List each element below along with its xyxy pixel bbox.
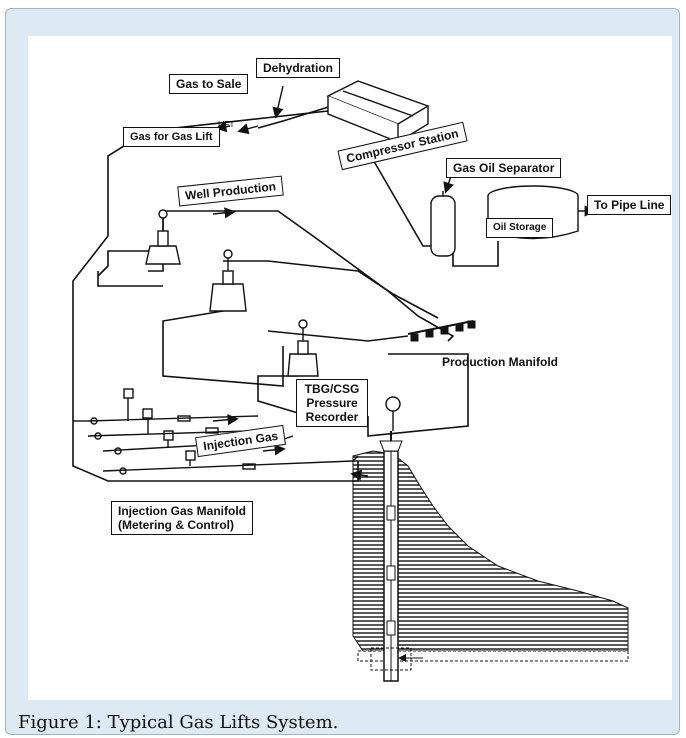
injection-manifold-line-2: (Metering & Control) bbox=[118, 518, 234, 532]
pipelines bbox=[72, 100, 499, 482]
figure-frame: Dehydration Gas to Sale Gas for Gas Lift… bbox=[5, 8, 680, 735]
label-pressure-recorder: TBG/CSG Pressure Recorder bbox=[296, 379, 368, 427]
pressure-recorder-line-1: TBG/CSG bbox=[304, 382, 360, 396]
wellbore bbox=[370, 431, 423, 682]
label-to-pipe-line: To Pipe Line bbox=[587, 195, 672, 215]
compressor-station bbox=[326, 80, 430, 144]
pressure-recorder-line-2: Pressure bbox=[306, 396, 358, 410]
injection-manifold-line-1: Injection Gas Manifold bbox=[118, 504, 247, 518]
label-lift-tag: LIFT bbox=[218, 120, 235, 129]
diagram-area: Dehydration Gas to Sale Gas for Gas Lift… bbox=[28, 36, 672, 700]
label-dehydration: Dehydration bbox=[256, 58, 341, 78]
figure-caption: Figure 1: Typical Gas Lifts System. bbox=[18, 712, 339, 733]
production-manifold-valves bbox=[407, 320, 476, 342]
wellhead-3 bbox=[287, 319, 319, 377]
label-gas-for-gas-lift: Gas for Gas Lift bbox=[123, 127, 220, 147]
label-oil-storage: Oil Storage bbox=[486, 218, 554, 238]
flow-arrows bbox=[212, 85, 596, 481]
gas-oil-separator bbox=[430, 191, 456, 257]
wellhead-1 bbox=[145, 209, 181, 265]
reservoir-zone bbox=[357, 650, 629, 662]
label-gas-oil-separator: Gas Oil Separator bbox=[446, 158, 562, 178]
pressure-recorder-line-3: Recorder bbox=[305, 410, 359, 424]
pressure-recorder-gauge bbox=[385, 396, 401, 431]
wellhead-2 bbox=[209, 249, 247, 312]
label-injection-gas-manifold: Injection Gas Manifold (Metering & Contr… bbox=[111, 501, 254, 535]
label-production-manifold: Production Manifold bbox=[442, 355, 558, 369]
label-gas-to-sale: Gas to Sale bbox=[169, 74, 249, 94]
